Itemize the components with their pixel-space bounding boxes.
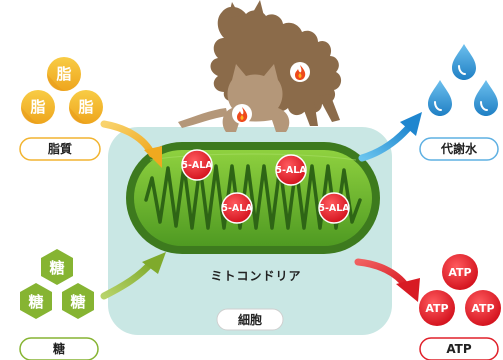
cat-silhouette [178,64,290,132]
fat-group: 脂 脂 脂 脂質 [19,57,103,161]
atp-bubble: ATP [419,290,455,326]
fat-drop-icon: 脂 [69,90,103,124]
atp-label: ATP [446,342,472,356]
atp-bubble: ATP [442,254,478,290]
fat-drop-icon: 脂 [21,90,55,124]
ala-label: 5-ALA [275,165,307,176]
ala-bubble: 5-ALA [275,154,307,186]
flame-icon [232,104,252,124]
sugar-arrow [100,252,166,300]
animals [178,0,342,132]
water-arrow [358,112,422,162]
atp-bubble: ATP [465,290,501,326]
ala-bubble: 5-ALA [221,192,253,224]
sugar-pill: 糖 [19,337,99,360]
metabolic-water-label: 代謝水 [440,141,478,156]
ala-label: 5-ALA [181,160,213,171]
water-drop-icon [452,44,476,80]
ala-bubble: 5-ALA [181,149,213,181]
fat-arrow [100,120,162,168]
ala-bubble: 5-ALA [318,192,350,224]
svg-text:ATP: ATP [471,302,494,315]
mitochondria-label: ミトコンドリア [210,269,301,283]
fat-pill: 脂質 [19,137,101,161]
sugar-hex-icon: 糖 [62,283,94,319]
mitochondria: 5-ALA 5-ALA 5-ALA 5-ALA [126,142,380,254]
svg-text:ATP: ATP [425,302,448,315]
svg-text:脂: 脂 [78,98,93,116]
cell-label: 細胞 [238,312,262,327]
atp-pill: ATP [419,337,499,360]
svg-text:糖: 糖 [49,259,64,277]
sugar-hex-icon: 糖 [41,249,73,285]
atp-arrow [354,258,420,302]
sugar-group: 糖 糖 糖 糖 [19,249,99,360]
ala-label: 5-ALA [221,203,253,214]
fat-drop-icon: 脂 [47,57,81,91]
atp-group: ATP ATP ATP ATP [419,254,501,360]
water-drop-icon [428,80,452,116]
sugar-label: 糖 [53,341,65,356]
svg-text:脂: 脂 [30,98,45,116]
sugar-hex-icon: 糖 [20,283,52,319]
water-group: 代謝水 [419,44,499,161]
svg-text:脂: 脂 [56,65,71,83]
ala-label: 5-ALA [318,203,350,214]
water-drop-icon [474,80,498,116]
fat-label: 脂質 [47,141,72,156]
water-pill: 代謝水 [419,137,499,161]
svg-text:ATP: ATP [448,266,471,279]
svg-text:糖: 糖 [28,293,43,311]
flame-icon [290,62,310,82]
cell-pill: 細胞 [216,308,284,331]
svg-text:糖: 糖 [70,293,85,311]
